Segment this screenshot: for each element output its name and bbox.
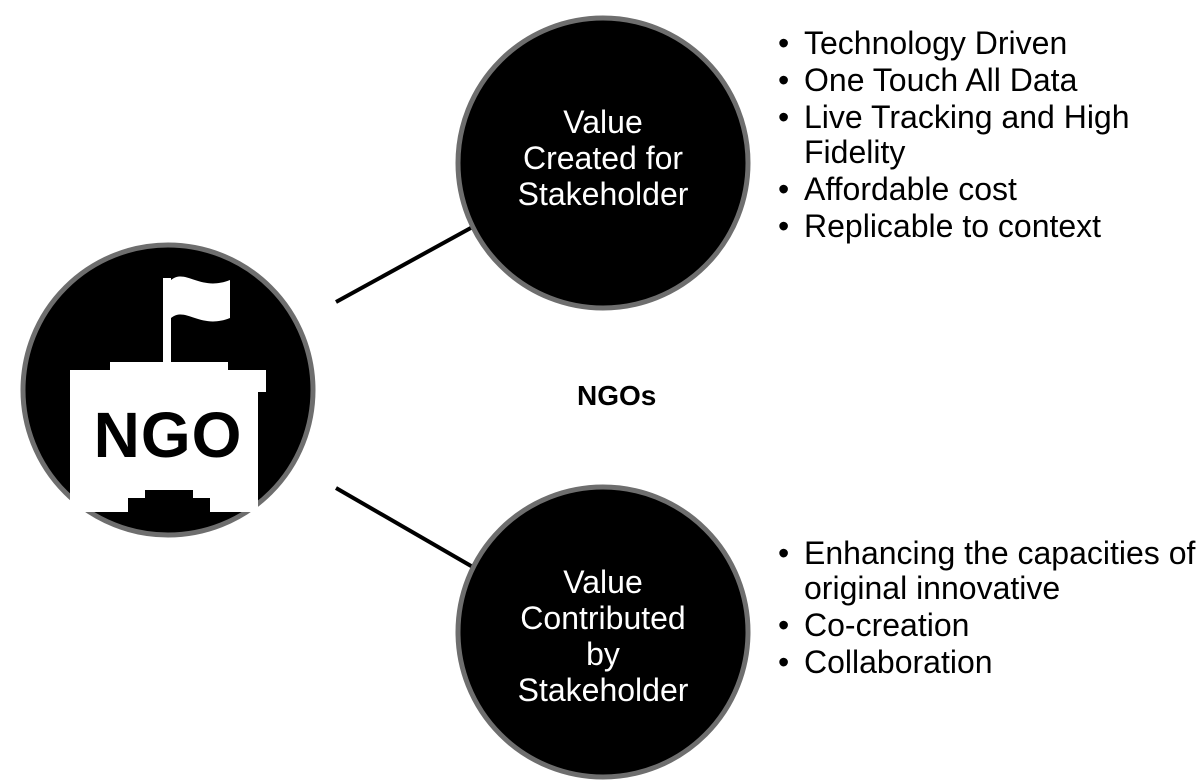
value-created-label-line-2: Created for — [522, 140, 684, 176]
value-contributed-label: Value Contributed by Stakeholder — [478, 564, 728, 708]
center-label: NGOs — [577, 380, 657, 411]
value-contributed-label-line-2: Contributed — [520, 600, 686, 636]
list-item: Replicable to context — [778, 209, 1198, 245]
ngo-icon-text: NGO — [93, 399, 243, 471]
list-item: Technology Driven — [778, 26, 1198, 62]
value-created-label-line-1: Value — [563, 104, 643, 140]
list-item: Affordable cost — [778, 172, 1198, 208]
list-item: Live Tracking and High Fidelity — [778, 100, 1198, 170]
value-contributed-list: Enhancing the capacities of original inn… — [778, 536, 1198, 682]
connector-line-top — [335, 222, 479, 304]
value-contributed-circle — [455, 484, 751, 780]
list-item: One Touch All Data — [778, 63, 1198, 99]
value-contributed-label-line-1: Value — [563, 564, 643, 600]
ngo-building-flag-icon — [70, 276, 266, 512]
connector-line-bottom — [334, 486, 480, 572]
value-created-circle — [455, 15, 751, 311]
list-item: Collaboration — [778, 645, 1198, 681]
value-created-label-line-3: Stakeholder — [517, 176, 689, 212]
list-item: Co-creation — [778, 608, 1198, 644]
value-created-list: Technology Driven One Touch All Data Liv… — [778, 26, 1198, 246]
value-created-label: Value Created for Stakeholder — [478, 104, 728, 212]
value-contributed-label-line-4: Stakeholder — [517, 672, 689, 708]
list-item: Enhancing the capacities of original inn… — [778, 536, 1198, 606]
value-contributed-label-line-3: by — [586, 636, 620, 672]
